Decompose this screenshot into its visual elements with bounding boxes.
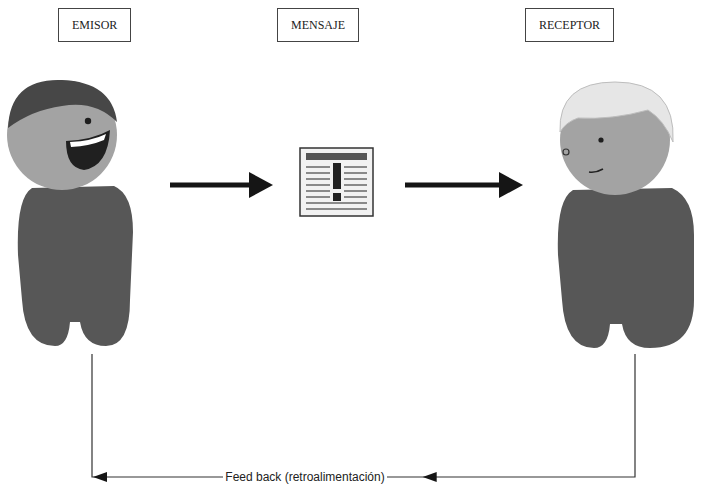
exclamation-bar (333, 163, 341, 189)
arrow-head (499, 172, 523, 198)
feedback-line (92, 354, 635, 477)
connector (170, 172, 273, 198)
connector-line (405, 183, 501, 188)
role-label: MENSAJE (277, 8, 359, 42)
message-header (306, 153, 367, 160)
role-column: MENSAJE (275, 8, 400, 348)
arrow-head (423, 472, 437, 482)
feedback-label: Feed back (retroalimentación) (223, 470, 386, 484)
connector-line (170, 183, 251, 188)
receiver-hair (560, 82, 673, 142)
role-column: RECEPTOR (525, 8, 698, 348)
arrow-head (249, 172, 273, 198)
connector (92, 354, 635, 482)
connector (405, 172, 523, 198)
receiver-eye (598, 137, 603, 142)
message-icon (300, 148, 373, 216)
sender-teeth (70, 134, 106, 147)
role-column: EMISOR (5, 8, 165, 348)
receiver-earring (563, 149, 569, 155)
sender-figure (7, 80, 133, 346)
receiver-body (558, 188, 694, 348)
role-label: EMISOR (58, 8, 131, 42)
arrow-head (93, 472, 107, 482)
exclamation-dot (333, 193, 341, 201)
sender-body (18, 186, 133, 346)
sender-eye (85, 118, 91, 124)
sender-mouth (66, 130, 110, 170)
sender-head (7, 80, 117, 190)
role-label: RECEPTOR (525, 8, 614, 42)
receiver-mouth (589, 169, 603, 172)
message-paper (300, 148, 373, 216)
receiver-figure (558, 82, 694, 348)
sender-hair (8, 80, 117, 128)
